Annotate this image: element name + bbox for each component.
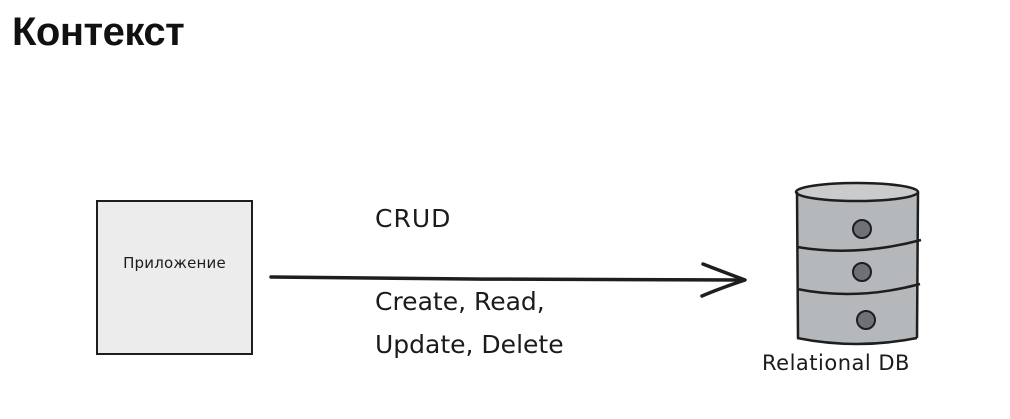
crud-label: CRUD [375, 204, 452, 233]
slide-title: Контекст [12, 10, 185, 54]
operations-line-1: Create, Read, [375, 287, 545, 316]
crud-arrow [269, 262, 747, 298]
database-label: Relational DB [762, 351, 910, 375]
database-icon [794, 181, 922, 346]
application-box: Приложение [96, 200, 253, 355]
application-label: Приложение [123, 254, 226, 272]
operations-line-2: Update, Delete [375, 330, 564, 359]
